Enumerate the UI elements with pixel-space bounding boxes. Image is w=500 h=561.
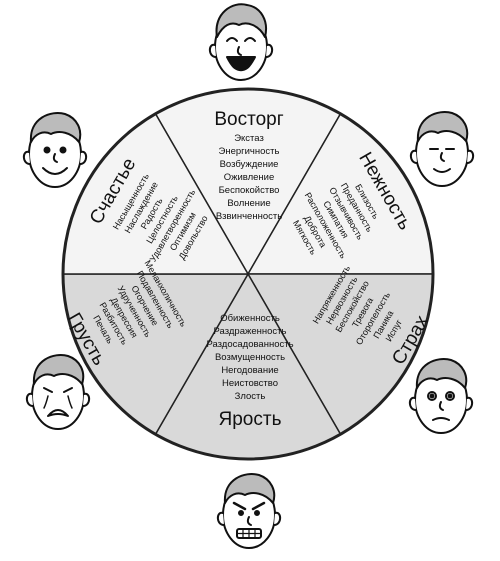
emotion-word: Обиженность	[220, 313, 280, 324]
emotion-word: Злость	[235, 391, 266, 402]
gentle-face-icon	[409, 111, 475, 187]
sector-top-labels: Восторг Экстаз Энергичность Возбуждение …	[214, 109, 283, 222]
emotion-word: Возбуждение	[220, 159, 279, 170]
angry-face-icon	[216, 473, 282, 549]
wheel-sectors	[61, 87, 435, 461]
wheel-outline	[61, 87, 435, 461]
sector-bottom-labels: Обиженность Раздраженность Раздосадованн…	[206, 313, 293, 430]
emotion-word: Беспокойство	[219, 185, 280, 196]
laughing-face-icon	[208, 3, 274, 81]
emotion-word: Неистовство	[222, 378, 278, 389]
emotion-word: Возмущенность	[215, 352, 285, 363]
sector-title-top: Восторг	[214, 109, 283, 130]
emotion-word: Волнение	[227, 198, 270, 209]
smiling-face-icon	[22, 112, 88, 188]
frightened-face-icon	[408, 358, 474, 434]
emotion-word: Раздраженность	[214, 326, 287, 337]
emotion-word: Взвинченность	[216, 211, 282, 222]
emotion-word: Экстаз	[234, 133, 264, 144]
sector-upper-right-labels: Нежность Близость Преданность Отзывчивос…	[291, 149, 416, 261]
sector-title-bottom: Ярость	[219, 409, 282, 430]
sector-lower-left-labels: Меланхоличность Подавленность Огорчение …	[63, 259, 189, 370]
crying-face-icon	[25, 354, 91, 430]
emotion-word: Негодование	[221, 365, 278, 376]
emotion-word: Раздосадованность	[206, 339, 293, 350]
emotion-word: Оживление	[224, 172, 275, 183]
emotion-word: Энергичность	[219, 146, 280, 157]
